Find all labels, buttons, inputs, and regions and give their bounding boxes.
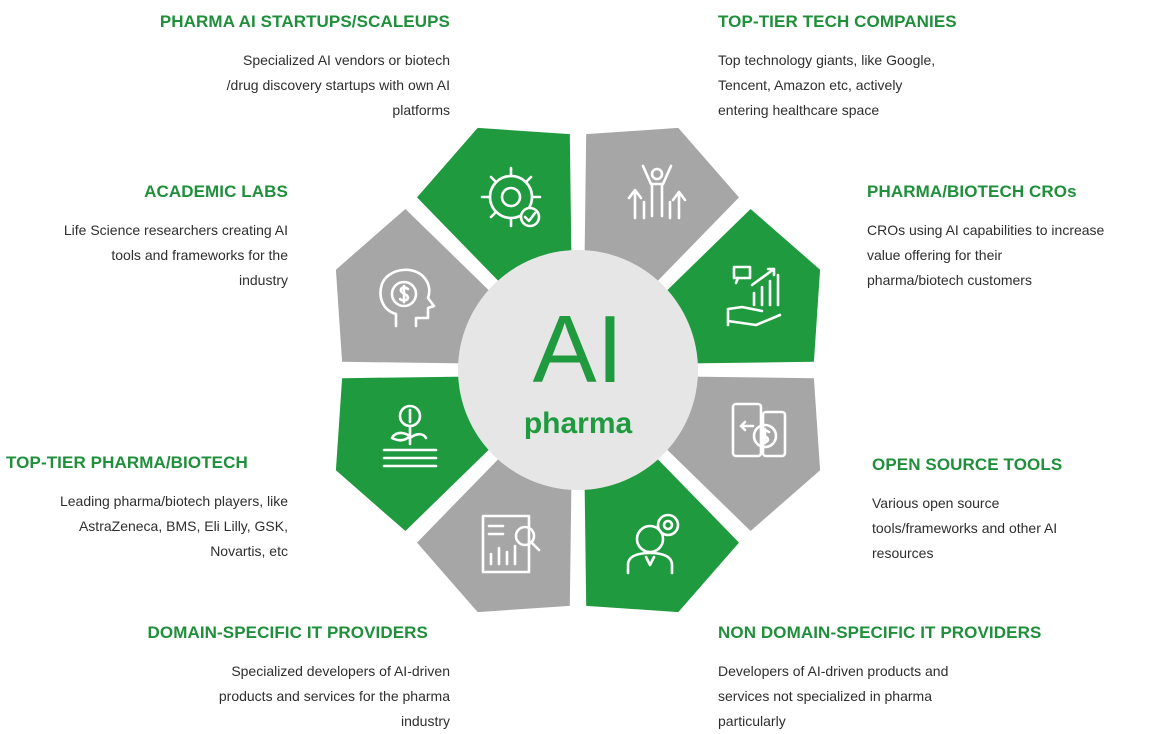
category-description-line: Tencent, Amazon etc, actively: [718, 77, 903, 93]
category-description-line: Various open source: [872, 495, 1000, 511]
category-description-line: entering healthcare space: [718, 102, 880, 118]
segment-hand-rising-chart: [663, 209, 821, 364]
category-description-line: tools/frameworks and other AI: [872, 520, 1058, 536]
category-description-line: Specialized AI vendors or biotech: [242, 52, 450, 68]
person-gear-icon: [626, 513, 680, 575]
category-title: PHARMA/BIOTECH CROs: [867, 182, 1077, 201]
gear-check-icon: [480, 166, 542, 228]
category-description-line: products and services for the pharma: [218, 688, 450, 704]
category-description-line: particularly: [718, 713, 786, 729]
phone-dollar-transfer-icon: [731, 402, 787, 458]
segment-icons: [379, 164, 787, 575]
category-description-line: value offering for their: [867, 247, 1003, 263]
category-description-line: /drug discovery startups with own AI: [226, 77, 450, 93]
category-description-line: AstraZeneca, BMS, Eli Lilly, GSK,: [78, 518, 288, 534]
category-description-line: industry: [238, 272, 288, 288]
category-description-line: industry: [400, 713, 450, 729]
category-domain-specific-it: DOMAIN-SPECIFIC IT PROVIDERS Specialized…: [40, 623, 451, 734]
category-title: ACADEMIC LABS: [144, 182, 288, 201]
category-open-source-tools: OPEN SOURCE TOOLS Various open source to…: [872, 455, 1142, 566]
category-title: PHARMA AI STARTUPS/SCALEUPS: [159, 12, 450, 31]
category-description-line: Developers of AI-driven products and: [718, 663, 949, 679]
money-plant-coins-icon: [382, 404, 438, 468]
category-title: NON DOMAIN-SPECIFIC IT PROVIDERS: [718, 623, 1042, 642]
category-description-line: Leading pharma/biotech players, like: [59, 493, 288, 509]
category-description-line: platforms: [392, 102, 450, 118]
category-title: TOP-TIER TECH COMPANIES: [718, 12, 957, 31]
segment-gear-check: [417, 127, 572, 285]
category-academic-labs: ACADEMIC LABS Life Science researchers c…: [20, 182, 288, 293]
category-description-line: CROs using AI capabilities to increase: [867, 222, 1105, 238]
category-title: TOP-TIER PHARMA/BIOTECH: [6, 453, 248, 472]
category-description-line: pharma/biotech customers: [867, 272, 1032, 288]
category-pharma-biotech-cros: PHARMA/BIOTECH CROs CROs using AI capabi…: [867, 182, 1157, 293]
category-top-tier-tech: TOP-TIER TECH COMPANIES Top technology g…: [718, 12, 1138, 123]
report-magnifier-icon: [481, 514, 541, 574]
center-subtitle: pharma: [524, 407, 633, 440]
hand-rising-chart-icon: [726, 265, 782, 327]
center-title: AI: [533, 296, 624, 403]
category-top-tier-pharma: TOP-TIER PHARMA/BIOTECH Leading pharma/b…: [6, 453, 288, 564]
category-description-line: tools and frameworks for the: [111, 247, 288, 263]
segment-money-plant-coins: [335, 376, 493, 531]
category-description-line: resources: [872, 545, 934, 561]
center-circle: [458, 250, 698, 490]
head-dollar-icon: [379, 268, 436, 328]
category-title: DOMAIN-SPECIFIC IT PROVIDERS: [147, 623, 428, 642]
category-description-line: Specialized developers of AI-driven: [231, 663, 450, 679]
person-growth-arrows-icon: [627, 164, 687, 220]
category-pharma-ai-startups: PHARMA AI STARTUPS/SCALEUPS Specialized …: [40, 12, 450, 123]
category-description-line: Life Science researchers creating AI: [63, 222, 288, 238]
category-non-domain-specific-it: NON DOMAIN-SPECIFIC IT PROVIDERS Develop…: [718, 623, 1138, 734]
segment-phone-dollar-transfer: [663, 376, 821, 531]
category-description-line: services not specialized in pharma: [718, 688, 932, 704]
category-description-line: Novartis, etc: [210, 543, 288, 559]
category-description-line: Top technology giants, like Google,: [718, 52, 936, 68]
category-title: OPEN SOURCE TOOLS: [872, 455, 1063, 474]
